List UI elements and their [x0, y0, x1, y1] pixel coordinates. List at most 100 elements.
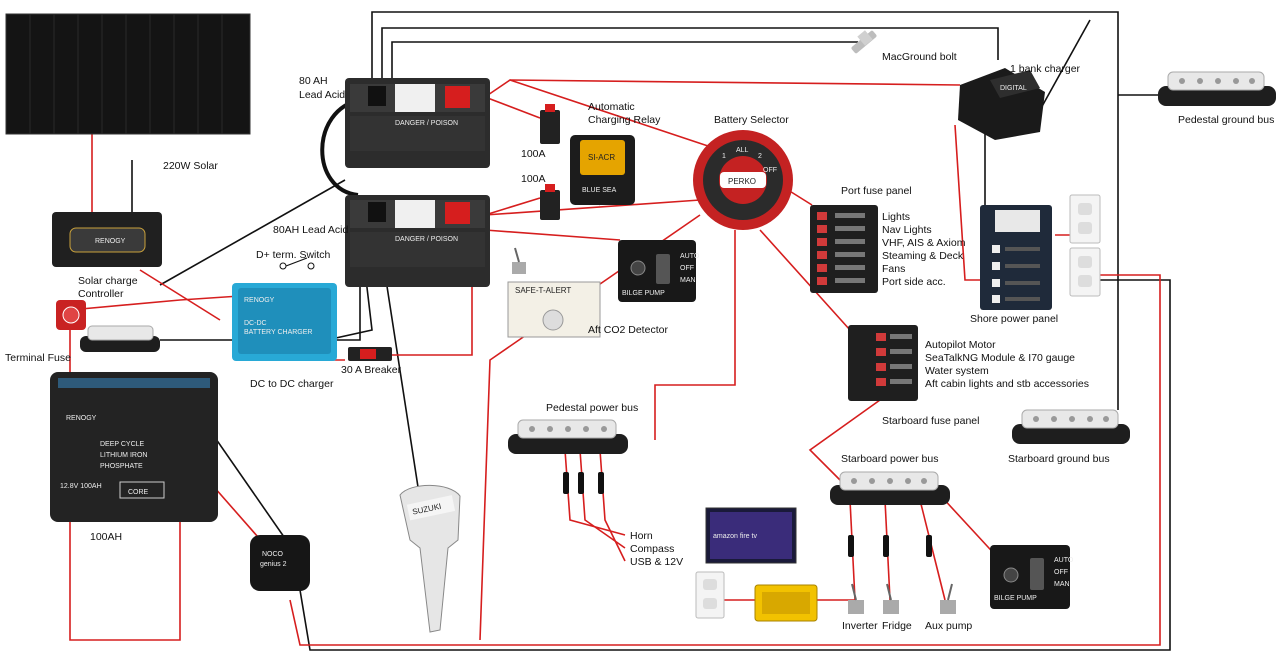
port-circuit-nav-lights: Nav Lights [882, 224, 932, 236]
toggle-switch-inverter-icon [848, 583, 864, 614]
starboard-fuse-panel [848, 325, 918, 401]
lifepo4-brand: RENOGY [66, 415, 97, 422]
tv-screen: amazon fire tv [705, 507, 797, 564]
co2-title: SAFE-T-ALERT [515, 286, 571, 295]
firetv-text: amazon fire tv [713, 533, 757, 540]
ground-wire-controller-up [159, 179, 346, 286]
battery-bottom-label: 80AH Lead Acid [273, 224, 348, 236]
solar-controller-label-line1: Solar charge [78, 275, 138, 287]
port-circuit-vhf: VHF, AIS & Axiom [882, 237, 966, 249]
lead-acid-battery-bottom: DANGER / POISON [345, 195, 490, 287]
bank-charger: DIGITAL [958, 68, 1045, 140]
bilge-top-man: MAN [680, 277, 696, 284]
selector-brand: PERKO [728, 177, 756, 186]
starboard-power-bus-label: Starboard power bus [841, 453, 938, 465]
outboard-motor: SUZUKI [399, 484, 461, 633]
noco-line1: NOCO [262, 551, 284, 558]
shore-power-panel-label: Shore power panel [970, 313, 1058, 325]
inline-fuses-pedestal [563, 472, 604, 494]
bilge-top-auto: AUTO [680, 253, 700, 260]
macground-bolt-icon [851, 30, 877, 54]
bilge-bottom-label: BILGE PUMP [994, 595, 1037, 602]
lifepo4-battery: RENOGY DEEP CYCLE LITHIUM IRON PHOSPHATE… [50, 372, 218, 522]
battery-top-label-line1: 80 AH [299, 75, 328, 87]
lifepo4-core: CORE [128, 489, 149, 496]
battery-disconnect-switch-icon [56, 300, 86, 330]
acr-label-line1: Automatic [588, 101, 635, 113]
lifepo4-line3: PHOSPHATE [100, 463, 143, 470]
stbd-circuit-seatalk: SeaTalkNG Module & I70 gauge [925, 352, 1075, 364]
positive-wire-aux [919, 499, 946, 601]
noco-charger: NOCO genius 2 [250, 535, 310, 591]
stbd-circuit-water: Water system [925, 365, 989, 377]
selector-pos-2: 2 [758, 153, 762, 160]
solar-busbar [80, 325, 160, 352]
noco-line2: genius 2 [260, 561, 287, 568]
ground-wire-top-3 [391, 41, 858, 92]
positive-wire-ped-horn [564, 449, 626, 536]
ac-outlet-bottom-icon [1069, 247, 1101, 297]
lead-acid-battery-top: DANGER / POISON [345, 78, 490, 168]
toggle-switch-icon [512, 247, 526, 274]
lifepo4-line1: DEEP CYCLE [100, 441, 145, 448]
selector-pos-all: ALL [736, 147, 749, 154]
bilge-top-label: BILGE PUMP [622, 290, 665, 297]
positive-wire-batt2-selector [484, 199, 701, 216]
battery-selector: PERKO 1 ALL 2 OFF [693, 130, 793, 230]
shore-power-panel [980, 205, 1052, 310]
breaker-30a [348, 347, 392, 361]
d-plus-switch-label: D+ term. Switch [256, 249, 331, 261]
bilge-pump-switch-top: BILGE PUMP AUTO OFF MAN [618, 240, 700, 302]
bilge-top-off: OFF [680, 265, 694, 272]
starboard-ground-bus [1012, 409, 1130, 444]
stbd-circuit-autopilot: Autopilot Motor [925, 339, 996, 351]
breaker-30a-label: 30 A Breaker [341, 364, 402, 376]
positive-wire-selector-stbd [759, 229, 851, 331]
acr-model: SI-ACR [588, 153, 615, 162]
breaker-top-label: 100A [521, 148, 546, 160]
ground-wire-charger [1039, 19, 1091, 111]
acr-brand: BLUE SEA [582, 187, 617, 194]
pedestal-ground-bus-label: Pedestal ground bus [1178, 114, 1274, 126]
battery-selector-label: Battery Selector [714, 114, 789, 126]
circuit-breaker-bottom [540, 184, 560, 220]
starboard-ground-bus-label: Starboard ground bus [1008, 453, 1110, 465]
battery-top-label-line2: Lead Acid [299, 89, 345, 101]
dc-dc-label: DC to DC charger [250, 378, 334, 390]
positive-wire-ped-usb [599, 449, 626, 562]
solar-charge-controller: RENOGY [52, 212, 162, 267]
charger-brand: DIGITAL [1000, 85, 1027, 92]
stbd-circuit-aft-cabin: Aft cabin lights and stb accessories [925, 378, 1089, 390]
port-circuit-lights: Lights [882, 211, 910, 223]
selector-pos-off: OFF [763, 167, 777, 174]
lifepo4-label: 100AH [90, 531, 122, 543]
ground-wire-top-2 [381, 27, 999, 92]
lifepo4-spec: 12.8V 100AH [60, 483, 102, 490]
ac-outlet-inverter-icon [695, 571, 725, 619]
solar-label: 220W Solar [163, 160, 218, 172]
solar-controller-brand: RENOGY [95, 238, 126, 245]
inline-fuses-starboard [848, 535, 932, 557]
solar-panel [5, 13, 251, 135]
positive-wire-noco-out [289, 274, 1161, 646]
dc-dc-title-1: DC-DC [244, 320, 267, 327]
bilge-bottom-man: MAN [1054, 581, 1070, 588]
co2-detector-label: Aft CO2 Detector [588, 324, 668, 336]
positive-wire-top-charger [509, 79, 961, 86]
pedestal-power-bus-label: Pedestal power bus [546, 402, 638, 414]
selector-pos-1: 1 [722, 153, 726, 160]
starboard-power-bus [830, 471, 950, 505]
co2-detector: SAFE-T-ALERT [507, 281, 601, 338]
solar-controller-label-line2: Controller [78, 288, 124, 300]
positive-wire-batt2-acr [484, 197, 541, 216]
battery-link-cable [320, 98, 361, 197]
positive-wire-selector-bilge [484, 229, 621, 241]
ac-outlet-top-icon [1069, 194, 1101, 244]
d-plus-switch-icon [279, 257, 315, 270]
battery-bottom-warning: DANGER / POISON [395, 236, 458, 243]
port-circuit-fans: Fans [882, 263, 905, 275]
starboard-fuse-panel-label: Starboard fuse panel [882, 415, 979, 427]
toggle-switch-fridge-icon [883, 583, 899, 614]
terminal-fuse-label: Terminal Fuse [5, 352, 71, 364]
